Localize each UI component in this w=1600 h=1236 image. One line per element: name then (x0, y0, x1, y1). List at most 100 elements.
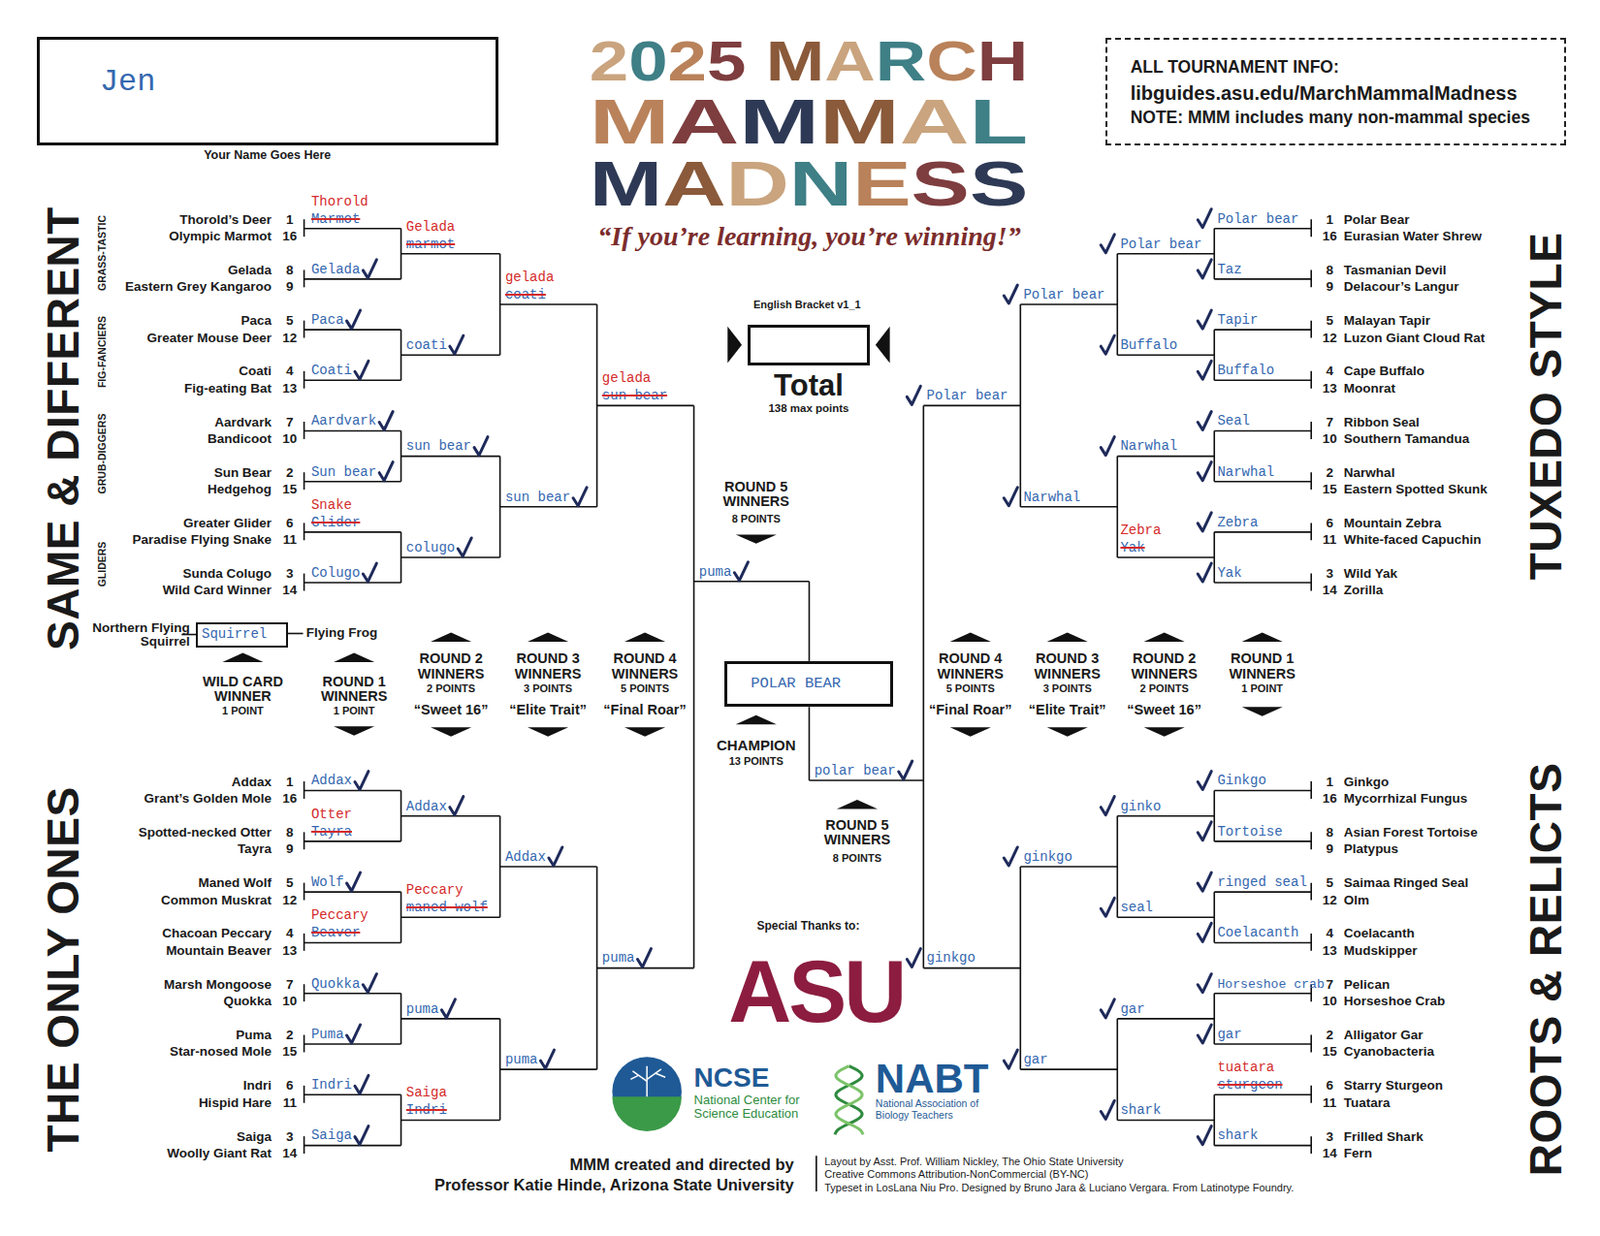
team-name: Horseshoe Crab (1344, 994, 1445, 1009)
pick-text: Polar bear (1216, 212, 1299, 226)
check-mark (1003, 285, 1018, 304)
seed-number: 7 (286, 978, 294, 992)
check-mark (1100, 797, 1115, 816)
seed-number: 9 (1325, 842, 1334, 857)
check-mark (1197, 563, 1212, 582)
pick-text: Tortoise (1216, 825, 1282, 839)
check-mark (449, 797, 464, 816)
bracket-line (1117, 1018, 1215, 1021)
team-name: Sun Bear (214, 466, 272, 480)
check-mark (379, 411, 393, 430)
header-triangle (736, 534, 777, 544)
node-text: Jen (99, 64, 157, 99)
team-name: Olympic Marmot (168, 229, 272, 244)
bracket-line (304, 1145, 402, 1148)
pick-text: Saiga (311, 1128, 352, 1143)
pick-text: puma (699, 565, 733, 579)
seed-number: 15 (282, 482, 297, 497)
seed-number: 11 (1322, 534, 1337, 548)
check-mark (1197, 310, 1212, 329)
round-header: ROUND 4 WINNERS (601, 651, 689, 681)
pick-text: Polar bear (1120, 237, 1202, 252)
team-name: Cyanobacteria (1344, 1046, 1435, 1060)
header-triangle (430, 632, 472, 641)
bracket-line (693, 405, 696, 968)
region-title: TUXEDO STYLE (1523, 231, 1568, 580)
pick-text: Sun bear (311, 465, 377, 480)
team-name: Eastern Spotted Skunk (1344, 482, 1488, 497)
round-nickname: “Final Roar” (928, 703, 1012, 718)
seed-number: 6 (286, 516, 294, 531)
nabt-helix (835, 1066, 864, 1136)
check-mark (354, 360, 369, 380)
seed-number: 1 (286, 775, 294, 790)
seed-number: 3 (1325, 1130, 1334, 1145)
team-name: Olm (1344, 894, 1370, 908)
pick-text: Yak (1216, 566, 1242, 580)
seed-number: 14 (1322, 1147, 1338, 1161)
check-mark (354, 1126, 369, 1146)
seed-number: 14 (282, 584, 297, 599)
points-label: 1 POINT (1241, 683, 1283, 695)
pick-text: Addax (505, 850, 546, 864)
bracket-line (1214, 790, 1312, 793)
bracket-line (288, 633, 304, 636)
team-name: Wild Yak (1344, 567, 1398, 581)
seed-number: 13 (282, 382, 297, 396)
round-header: ROUND 3 WINNERS (1024, 651, 1112, 681)
seed-number: 14 (282, 1147, 297, 1161)
bracket-line (304, 1094, 402, 1097)
seed-number: 12 (282, 894, 297, 908)
header-triangle (527, 632, 569, 641)
check-mark (1197, 822, 1212, 841)
check-mark (906, 949, 921, 968)
bracket-line (500, 303, 598, 306)
team-name: Hispid Hare (198, 1096, 272, 1111)
round-nickname: “Sweet 16” (414, 703, 489, 718)
points-label: 8 POINTS (832, 853, 882, 864)
seed-number: 8 (286, 826, 294, 840)
bracket-line (1117, 455, 1215, 458)
bracket-line (1214, 278, 1312, 281)
check-mark (1197, 974, 1212, 993)
header-triangle (624, 632, 666, 641)
team-name: Tasmanian Devil (1344, 263, 1447, 278)
pick-text: seal (1120, 900, 1153, 915)
group-label: GLIDERS (96, 542, 108, 588)
seed-number: 5 (1325, 314, 1334, 328)
node-text: Total (750, 369, 866, 403)
seed-number: 1 (1325, 213, 1334, 227)
node-text: NOTE: MMM includes many non-mammal speci… (1130, 108, 1531, 128)
pick-text: Peccary (406, 883, 464, 897)
name-box: JenYour Name Goes Here (36, 36, 499, 147)
pick-text: gelada (505, 270, 554, 285)
check-mark (362, 974, 377, 993)
bracket-line (1020, 303, 1118, 306)
team-name: Zorilla (1344, 584, 1384, 599)
seed-number: 3 (1325, 567, 1334, 581)
team-name: Tuatara (1344, 1096, 1391, 1111)
seed-number: 13 (282, 944, 297, 959)
check-mark (1197, 771, 1212, 791)
bracket-line (1214, 379, 1312, 382)
pick-text: gelada (602, 371, 651, 385)
seed-number: 2 (1325, 1028, 1334, 1043)
team-name: Saiga (236, 1130, 272, 1145)
check-mark (1100, 999, 1115, 1019)
champion-box: POLAR BEAR (724, 661, 894, 707)
bracket-line (304, 227, 402, 230)
pick-text: marmot (406, 237, 455, 252)
round-header: ROUND 2 WINNERS (407, 651, 495, 681)
seed-number: 2 (286, 1028, 294, 1043)
points-label: Special Thanks to: (756, 920, 860, 932)
bracket-line (1117, 556, 1215, 559)
header-triangle (950, 727, 992, 736)
team-name: Paca (240, 314, 272, 328)
bracket-line (1214, 891, 1312, 894)
check-mark (362, 259, 377, 279)
round-nickname: “Elite Trait” (509, 703, 587, 718)
team-name: Aardvark (214, 416, 272, 430)
nabt-helix (834, 1066, 863, 1136)
bracket-line (1117, 353, 1215, 356)
